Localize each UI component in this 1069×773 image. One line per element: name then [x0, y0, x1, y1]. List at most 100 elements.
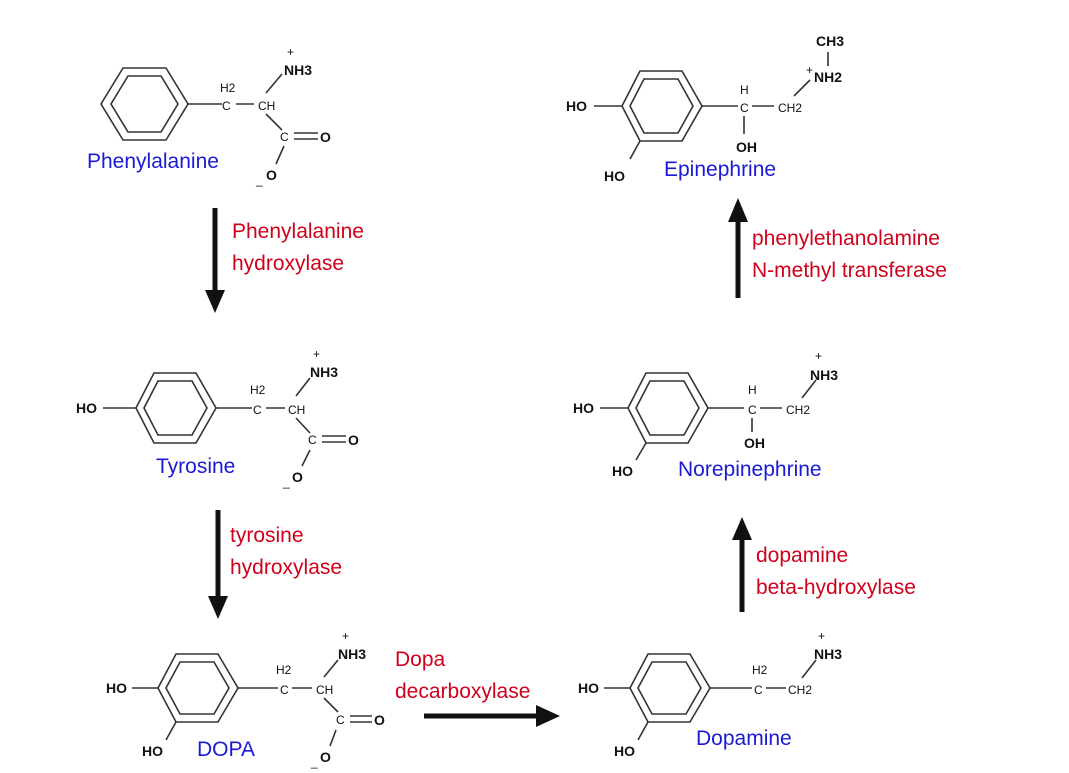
plus-sign: +: [806, 63, 813, 77]
nh3-label: NH3: [310, 364, 338, 380]
bond: [295, 417, 311, 434]
h-label: H: [748, 383, 757, 397]
plus-sign: +: [818, 629, 825, 643]
benzene-inner-ring: [110, 75, 179, 133]
benzene-ring: [629, 653, 711, 723]
nh3-label: NH3: [284, 62, 312, 78]
molecule-name-tyrosine: Tyrosine: [156, 455, 235, 478]
bond: [629, 140, 641, 160]
enzyme-label: Phenylalanine: [232, 220, 364, 243]
enzyme-dopamine-beta-hydroxylase: dopamine beta-hydroxylase: [756, 544, 916, 599]
arrow-dopa-to-dopamine: [424, 705, 560, 727]
c-label: C: [754, 683, 763, 697]
c-label: C: [280, 130, 289, 144]
c-label: C: [748, 403, 757, 417]
ch3-label: CH3: [816, 33, 844, 49]
o-minus-label: O: [320, 749, 331, 765]
benzene-ring: [621, 70, 703, 142]
ho-label: HO: [578, 680, 599, 696]
minus-sign: _: [255, 173, 263, 187]
ho-label: HO: [76, 400, 97, 416]
ho-label: HO: [573, 400, 594, 416]
bond: [329, 729, 337, 747]
enzyme-label: hydroxylase: [230, 556, 342, 579]
benzene-inner-ring: [143, 380, 208, 436]
dopamine-structure: HO HO H2 C CH2 + NH3: [578, 629, 842, 759]
oh-label: OH: [736, 139, 757, 155]
bond: [265, 113, 283, 131]
benzene-ring: [627, 372, 709, 444]
c-label: C: [280, 683, 289, 697]
o-label: O: [374, 712, 385, 728]
nh3-label: NH3: [810, 367, 838, 383]
benzene-inner-ring: [637, 661, 702, 715]
bond: [323, 659, 339, 678]
benzene-ring: [100, 67, 189, 141]
enzyme-label: hydroxylase: [232, 252, 344, 275]
molecule-name-phenylalanine: Phenylalanine: [87, 150, 219, 173]
enzyme-phenylalanine-hydroxylase: Phenylalanine hydroxylase: [232, 220, 364, 275]
ch-label: CH: [316, 683, 333, 697]
enzyme-label: beta-hydroxylase: [756, 576, 916, 599]
bond: [323, 697, 339, 713]
ch2-label: CH2: [786, 403, 810, 417]
enzyme-dopa-decarboxylase: Dopa decarboxylase: [395, 648, 530, 703]
arrow-tyr-to-dopa: [208, 510, 228, 619]
h2-label: H2: [276, 663, 292, 677]
ho-label: HO: [604, 168, 625, 184]
arrow-phe-to-tyr: [205, 208, 225, 313]
h2-label: H2: [220, 81, 236, 95]
bond: [801, 379, 817, 399]
bond: [275, 145, 285, 165]
minus-sign: _: [310, 755, 318, 769]
bond: [637, 721, 649, 741]
norepinephrine-structure: HO HO H C CH2 + NH3 OH: [573, 349, 838, 479]
c-label: C: [253, 403, 262, 417]
ho-label: HO: [106, 680, 127, 696]
benzene-ring: [135, 372, 217, 444]
plus-sign: +: [313, 347, 320, 361]
enzyme-label: phenylethanolamine: [752, 227, 940, 250]
h2-label: H2: [250, 383, 266, 397]
molecule-name-dopamine: Dopamine: [696, 727, 792, 750]
bond: [165, 721, 177, 741]
molecule-name-dopa: DOPA: [197, 738, 255, 761]
c-label: C: [740, 101, 749, 115]
o-minus-label: O: [292, 469, 303, 485]
nh3-label: NH3: [338, 646, 366, 662]
o-minus-label: O: [266, 167, 277, 183]
epinephrine-structure: HO HO H C CH2 + NH2 CH3 OH: [566, 33, 844, 184]
arrow-dopamine-to-norepinephrine: [732, 517, 752, 612]
enzyme-label: dopamine: [756, 544, 848, 567]
phenylalanine-structure: H2 C CH + NH3 C O O _: [100, 45, 331, 187]
ho-label: HO: [566, 98, 587, 114]
c-label: C: [336, 713, 345, 727]
ch-label: CH: [258, 99, 275, 113]
bond: [793, 79, 811, 97]
benzene-inner-ring: [165, 661, 230, 715]
ch2-label: CH2: [788, 683, 812, 697]
h2-label: H2: [752, 663, 768, 677]
enzyme-label: tyrosine: [230, 524, 304, 547]
molecule-name-norepinephrine: Norepinephrine: [678, 458, 822, 481]
bond: [295, 377, 311, 397]
enzyme-pnmt: phenylethanolamine N-methyl transferase: [752, 227, 947, 282]
benzene-inner-ring: [635, 380, 700, 436]
ch2-label: CH2: [778, 101, 802, 115]
dopa-structure: HO HO H2 C CH + NH3 C O O _: [106, 629, 385, 769]
ho-label: HO: [612, 463, 633, 479]
o-label: O: [320, 129, 331, 145]
plus-sign: +: [342, 629, 349, 643]
bond: [801, 659, 817, 679]
c-label: C: [222, 99, 231, 113]
benzene-inner-ring: [629, 78, 694, 134]
enzyme-label: Dopa: [395, 648, 446, 671]
o-label: O: [348, 432, 359, 448]
plus-sign: +: [287, 45, 294, 59]
enzyme-label: N-methyl transferase: [752, 259, 947, 282]
nh3-label: NH3: [814, 646, 842, 662]
oh-label: OH: [744, 435, 765, 451]
bond: [265, 73, 283, 94]
h-label: H: [740, 83, 749, 97]
